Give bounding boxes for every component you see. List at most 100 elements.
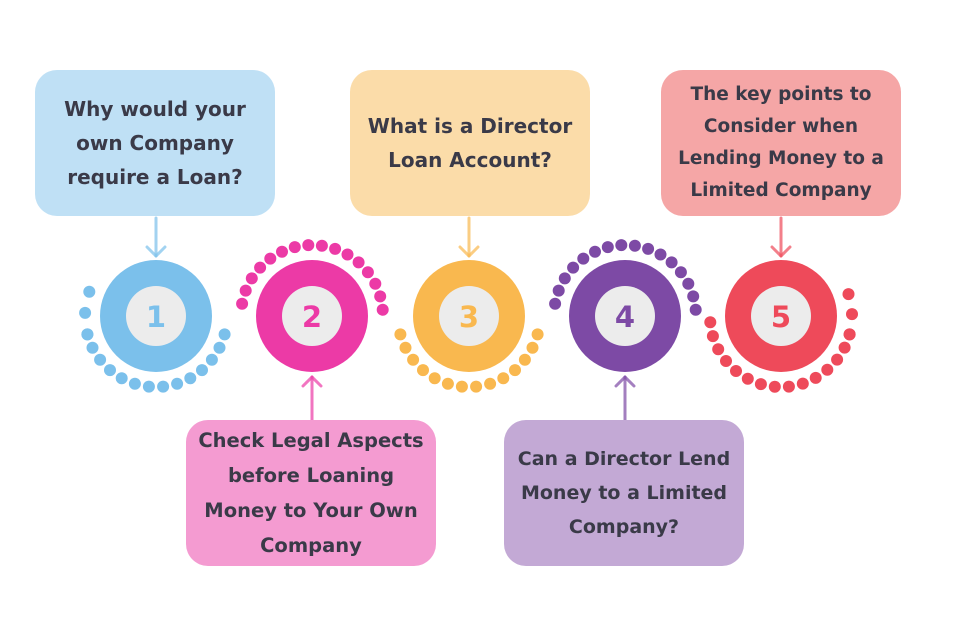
step-3-box: What is a Director Loan Account? xyxy=(350,70,590,216)
step-2-inner-circle xyxy=(282,286,342,346)
step-4-arc-dot xyxy=(615,239,628,252)
step-4-arc-dot xyxy=(552,284,565,297)
step-5-arc-dot xyxy=(704,316,717,329)
step-5-arc-dot xyxy=(782,380,795,393)
step-1-inner-circle xyxy=(126,286,186,346)
step-4-arc-dot xyxy=(558,272,571,285)
step-2-arc-dot xyxy=(329,242,342,255)
step-1-arc-dot xyxy=(205,353,218,366)
step-1-arc-dot xyxy=(94,353,107,366)
step-circles: 1 2 3 4 5 xyxy=(100,260,837,372)
step-3-text: What is a Director Loan Account? xyxy=(367,114,573,172)
step-1-tail-dot xyxy=(81,328,94,341)
connector-arrows xyxy=(145,216,792,422)
step-2-arc-dot xyxy=(264,252,277,265)
step-5-arc-dot xyxy=(768,380,781,393)
step-4-inner-circle xyxy=(595,286,655,346)
step-1-arc-dot xyxy=(115,372,128,385)
step-2-arrow-head xyxy=(301,375,323,388)
step-3-arc-dot xyxy=(441,377,454,390)
step-4-arc-dot xyxy=(577,252,590,265)
step-2-arc-dot xyxy=(369,277,382,290)
step-2-arc-dot xyxy=(254,261,267,274)
step-5-arc-dot xyxy=(838,341,851,354)
step-5-arc-dot xyxy=(720,355,732,367)
step-5-arc-dot xyxy=(831,353,844,366)
step-4-arrow-head xyxy=(614,375,636,388)
step-1-arrow-head xyxy=(145,245,167,258)
step-1-arc-dot xyxy=(86,341,99,354)
step-2-arc-dot xyxy=(315,239,328,252)
step-4-text: Can a Director Lend Money to a Limited C… xyxy=(517,448,731,538)
step-5-inner-circle xyxy=(751,286,811,346)
step-3-arc-dot xyxy=(509,364,521,377)
step-1-arc-dot xyxy=(157,380,170,393)
step-3-arc-dot xyxy=(484,377,497,390)
step-1-arc-dot xyxy=(171,377,184,390)
step-2-arc-dot xyxy=(239,284,252,297)
step-1-arc-dot xyxy=(104,364,116,377)
step-5-tail-dot xyxy=(842,288,855,301)
step-4-arc-dot xyxy=(567,261,580,274)
step-4-arc-dot xyxy=(689,303,702,316)
step-4-number: 4 xyxy=(615,300,635,334)
step-1-tail-dot xyxy=(83,285,96,298)
step-1-box: Why would your own Company require a Loa… xyxy=(35,70,275,216)
step-4-arc-dot xyxy=(589,245,601,258)
step-2-arc-dot xyxy=(352,256,365,269)
step-4-box: Can a Director Lend Money to a Limited C… xyxy=(504,420,744,566)
step-4-arc-dot xyxy=(682,277,695,290)
step-3-arc-dot xyxy=(394,328,407,341)
step-5-number: 5 xyxy=(771,300,791,334)
step-1-arc-dot xyxy=(213,341,226,354)
step-3-arc-dot xyxy=(470,380,483,393)
step-2-arc-dot xyxy=(341,248,354,261)
step-4-arc-dot xyxy=(628,239,641,252)
step-4-arc-dot xyxy=(642,242,655,255)
step-5-tail-dot xyxy=(846,308,858,321)
step-3-arc-dot xyxy=(399,341,412,354)
step-5-text: The key points to Consider when Lending … xyxy=(678,84,884,201)
step-5-arc-dot xyxy=(730,365,742,377)
step-1-number: 1 xyxy=(146,300,166,334)
step-4-arc-dot xyxy=(549,297,562,310)
step-4-arc-dot xyxy=(654,248,667,261)
step-3-number: 3 xyxy=(459,300,479,334)
step-3-arc-dot xyxy=(428,372,441,385)
step-2-arc-dot xyxy=(302,239,315,252)
step-1-text: Why would your own Company require a Loa… xyxy=(64,97,246,189)
step-2-arc-dot xyxy=(288,241,301,254)
step-5-arc-dot xyxy=(821,363,834,376)
step-3-inner-circle xyxy=(439,286,499,346)
step-4-arc-dot xyxy=(601,241,614,254)
dotted-arcs xyxy=(79,239,858,393)
step-5-box: The key points to Consider when Lending … xyxy=(661,70,901,216)
step-1-arc-dot xyxy=(218,328,231,341)
step-4-arc-dot xyxy=(674,266,687,279)
step-5-arc-dot xyxy=(754,378,767,391)
step-1-arc-dot xyxy=(196,364,208,377)
step-5-arc-dot xyxy=(796,377,809,390)
step-2-arc-dot xyxy=(276,245,288,258)
step-4-arc-dot xyxy=(687,290,700,303)
step-5-arrow-head xyxy=(770,245,792,258)
step-2-arc-dot xyxy=(361,266,374,279)
step-3-arc-dot xyxy=(531,328,544,341)
step-4-arc-dot xyxy=(665,256,678,269)
step-5-arc-dot xyxy=(706,330,719,343)
step-1-arc-dot xyxy=(142,380,155,393)
step-2-arc-dot xyxy=(374,290,387,303)
step-3-arc-dot xyxy=(407,353,420,366)
step-1-arc-dot xyxy=(128,377,141,390)
step-2-arc-dot xyxy=(245,272,258,285)
step-3-arc-dot xyxy=(526,341,539,354)
step-2-number: 2 xyxy=(302,300,322,334)
step-3-arrow-head xyxy=(458,245,480,258)
step-3-arc-dot xyxy=(417,364,429,377)
step-2-arc-dot xyxy=(236,297,249,310)
step-5-tail-dot xyxy=(843,328,856,341)
step-3-arc-dot xyxy=(497,372,510,385)
step-2-box: Check Legal Aspects before Loaning Money… xyxy=(186,420,436,566)
step-1-arc-dot xyxy=(184,372,197,385)
